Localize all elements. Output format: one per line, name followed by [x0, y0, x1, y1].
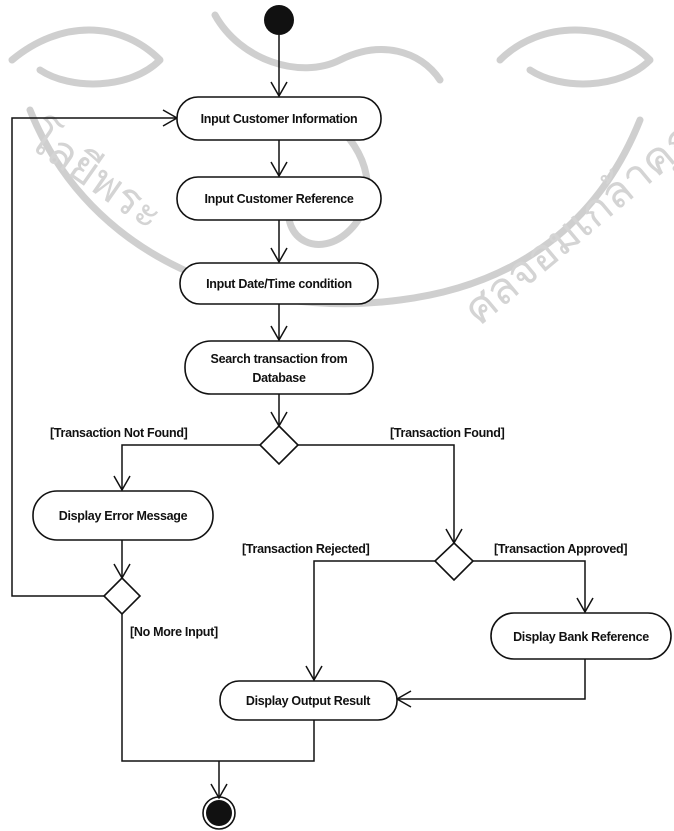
watermark-arc — [26, 106, 644, 308]
watermark-text-left: โลยีพระ — [18, 111, 172, 240]
activity-box — [179, 262, 379, 305]
activity-label-line1: Search transaction from — [211, 352, 348, 366]
activity-search-transaction: Search transaction from Database — [184, 340, 374, 395]
activity-label: Display Error Message — [59, 509, 188, 523]
watermark-swirl — [285, 116, 371, 248]
watermark-text-right: ศลจอมเกล้าคุณหาร — [454, 54, 674, 336]
decision-more-input — [102, 576, 142, 616]
arrowhead — [210, 783, 228, 800]
decision-transaction-approved — [433, 541, 475, 582]
activity-label: Display Bank Reference — [513, 630, 649, 644]
guard-transaction-not-found: [Transaction Not Found] — [50, 426, 188, 440]
decision-transaction-found — [258, 424, 300, 466]
edge-rejected — [313, 560, 435, 680]
edge-not-found — [121, 444, 260, 490]
edge-loop-more-input — [11, 117, 177, 597]
end-node-core — [206, 800, 232, 826]
activity-box — [184, 340, 374, 395]
edge-output-to-merge — [220, 720, 315, 762]
edges — [11, 35, 594, 800]
guard-transaction-rejected: [Transaction Rejected] — [242, 542, 370, 556]
end-node-ring — [202, 796, 236, 830]
arrowhead — [270, 81, 288, 98]
guard-transaction-found: [Transaction Found] — [390, 426, 505, 440]
start-node — [264, 5, 294, 35]
arrowhead — [270, 247, 288, 264]
activity-box — [176, 176, 382, 221]
activity-label-line2: Database — [252, 371, 306, 385]
watermark-flourish-left — [8, 26, 164, 88]
arrowhead — [305, 665, 323, 682]
guard-no-more-input: [No More Input] — [130, 625, 218, 639]
watermark-flourish-right — [496, 26, 654, 88]
watermark-crown — [211, 11, 444, 84]
activity-box — [490, 612, 672, 660]
activity-display-bank-reference: Display Bank Reference — [490, 612, 672, 660]
activity-label: Input Customer Reference — [204, 192, 353, 206]
edge-found — [298, 444, 455, 543]
end-node — [202, 796, 236, 830]
activity-label: Input Date/Time condition — [206, 277, 352, 291]
activity-input-customer-information: Input Customer Information — [176, 96, 382, 141]
arrowhead — [576, 597, 594, 614]
arrowhead — [270, 161, 288, 178]
arrowhead — [113, 475, 131, 492]
activity-box — [176, 96, 382, 141]
activity-box — [32, 490, 214, 541]
edge-no-more-input — [121, 614, 220, 762]
activity-label: Input Customer Information — [201, 112, 358, 126]
activity-input-customer-reference: Input Customer Reference — [176, 176, 382, 221]
activity-box — [219, 680, 398, 721]
edge-bankref-to-output — [397, 659, 586, 700]
guard-transaction-approved: [Transaction Approved] — [494, 542, 627, 556]
edge-approved — [473, 560, 586, 612]
activity-input-datetime-condition: Input Date/Time condition — [179, 262, 379, 305]
activity-display-output-result: Display Output Result — [219, 680, 398, 721]
arrowhead — [270, 325, 288, 342]
activity-label: Display Output Result — [246, 694, 371, 708]
activity-display-error-message: Display Error Message — [32, 490, 214, 541]
